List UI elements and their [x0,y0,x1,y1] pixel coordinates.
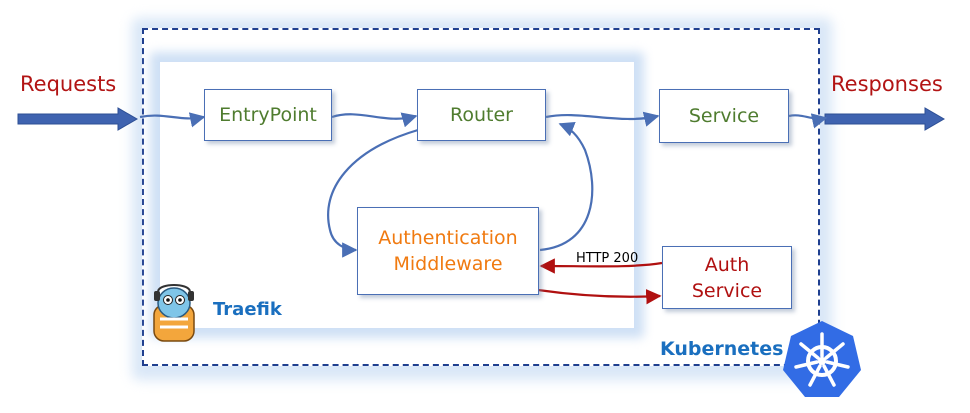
arrow-request-to-entrypoint [139,112,206,128]
auth-service-node: Auth Service [662,246,792,309]
auth-service-label-line1: Auth [704,253,750,276]
traefik-gopher-icon [153,284,195,342]
http-200-label: HTTP 200 [576,251,639,266]
entrypoint-node: EntryPoint [204,89,332,141]
arrow-entrypoint-to-router [331,112,418,128]
service-node: Service [659,89,789,143]
requests-label: Requests [20,72,117,96]
arrow-service-to-response [788,113,828,129]
middleware-label-line1: Authentication [378,227,518,249]
router-label: Router [450,104,513,126]
traefik-label: Traefik [213,299,282,320]
arrow-middleware-to-authservice [537,288,662,305]
auth-service-label-line2: Service [691,279,763,302]
arrow-router-to-middleware [327,128,419,258]
kubernetes-label: Kubernetes [660,338,784,360]
arrow-router-to-service [545,111,660,127]
router-node: Router [417,89,546,141]
authentication-middleware-node: Authentication Middleware [357,207,539,295]
service-label: Service [688,105,760,127]
arrow-authservice-to-middleware [539,258,663,274]
middleware-label-line2: Middleware [393,253,503,275]
kubernetes-helm-icon [783,321,861,397]
requests-big-arrow [17,107,138,131]
responses-label: Responses [831,72,943,96]
responses-big-arrow [824,107,945,131]
arrow-middleware-to-router [539,122,594,252]
entrypoint-label: EntryPoint [219,104,317,126]
